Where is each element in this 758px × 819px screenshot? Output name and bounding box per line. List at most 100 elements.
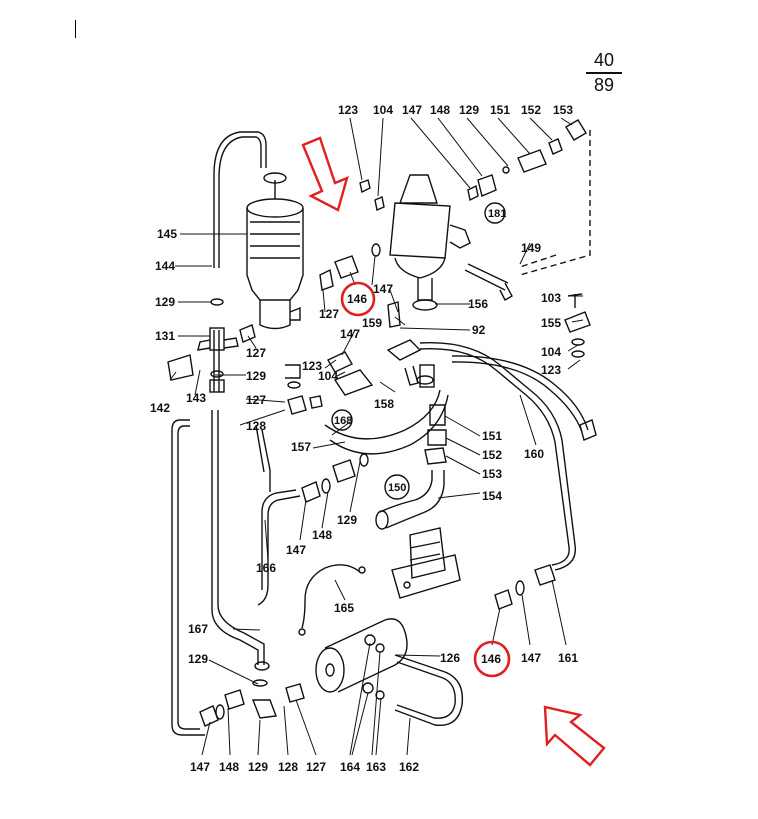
label-153: 153 xyxy=(553,103,573,117)
label-128: 128 xyxy=(278,760,298,774)
pipe-167 xyxy=(211,410,265,665)
label-147: 147 xyxy=(521,651,541,665)
pipe-161 xyxy=(451,355,589,431)
bracket-155 xyxy=(564,293,597,441)
label-159: 159 xyxy=(362,316,382,330)
pipe-left-loop xyxy=(255,424,271,492)
stack-151-153 xyxy=(416,375,447,465)
label-103: 103 xyxy=(541,291,561,305)
label-123: 123 xyxy=(541,363,561,377)
label-142: 142 xyxy=(150,401,170,415)
label-146: 146 xyxy=(347,292,367,306)
label-143: 143 xyxy=(186,391,206,405)
label-147: 147 xyxy=(373,282,393,296)
label-155: 155 xyxy=(541,316,561,330)
u-bolt-162 xyxy=(394,654,464,727)
part-labels: 123 104 147 148 129 151 152 153 181 149 … xyxy=(150,103,578,774)
page-current: 40 xyxy=(593,50,615,70)
callout-168-circle xyxy=(331,409,353,431)
label-104: 104 xyxy=(373,103,393,117)
page-number-divider xyxy=(586,72,622,74)
label-162: 162 xyxy=(399,760,419,774)
label-129: 129 xyxy=(248,760,268,774)
label-129: 129 xyxy=(246,369,266,383)
label-104: 104 xyxy=(541,345,561,359)
label-144: 144 xyxy=(155,259,175,273)
label-168: 168 xyxy=(334,415,352,427)
fittings-middle xyxy=(301,453,369,503)
label-148: 148 xyxy=(312,528,332,542)
callout-150-circle xyxy=(384,474,410,500)
page-total: 89 xyxy=(593,75,615,95)
mounting-block xyxy=(391,527,461,599)
pipe-outer-left xyxy=(171,419,205,736)
label-129: 129 xyxy=(188,652,208,666)
cylinder-126 xyxy=(315,618,408,700)
pipe-right-dashed xyxy=(519,130,591,276)
fittings-bottom-row xyxy=(199,661,305,727)
label-127: 127 xyxy=(246,346,266,360)
label-152: 152 xyxy=(482,448,502,462)
label-149: 149 xyxy=(521,241,541,255)
label-126: 126 xyxy=(440,651,460,665)
label-154: 154 xyxy=(482,489,502,503)
label-129: 129 xyxy=(337,513,357,527)
label-151: 151 xyxy=(490,103,510,117)
label-153: 153 xyxy=(482,467,502,481)
cable-165 xyxy=(301,564,361,629)
label-104: 104 xyxy=(318,369,338,383)
leader-lines xyxy=(169,117,584,756)
pipe-144 xyxy=(213,131,267,268)
label-166: 166 xyxy=(256,561,276,575)
label-150: 150 xyxy=(388,482,406,494)
label-151: 151 xyxy=(482,429,502,443)
label-129: 129 xyxy=(459,103,479,117)
label-167: 167 xyxy=(188,622,208,636)
fittings-127-128-left xyxy=(239,324,374,415)
arrow-bottom-indicator xyxy=(543,705,606,767)
cable-165-terminal xyxy=(298,628,306,636)
pipe-160-outer xyxy=(419,347,570,566)
label-147: 147 xyxy=(340,327,360,341)
tee-131 xyxy=(167,298,239,393)
bracket-159 xyxy=(386,301,435,388)
label-156: 156 xyxy=(468,297,488,311)
highlights xyxy=(340,281,511,678)
label-157: 157 xyxy=(291,440,311,454)
hose-154-end xyxy=(375,510,389,530)
label-158: 158 xyxy=(374,397,394,411)
valve-181 xyxy=(389,174,513,311)
label-145: 145 xyxy=(157,227,177,241)
label-148: 148 xyxy=(219,760,239,774)
label-128: 128 xyxy=(246,419,266,433)
label-131: 131 xyxy=(155,329,175,343)
label-127: 127 xyxy=(319,307,339,321)
pipe-161-outer xyxy=(451,361,583,433)
label-152: 152 xyxy=(521,103,541,117)
highlight-146-upper xyxy=(340,281,376,317)
fitting-146-upper xyxy=(319,243,381,291)
fittings-top-row xyxy=(359,119,587,211)
label-147: 147 xyxy=(190,760,210,774)
label-160: 160 xyxy=(524,447,544,461)
label-92: 92 xyxy=(472,323,486,337)
label-163: 163 xyxy=(366,760,386,774)
pipe-144-outer xyxy=(218,136,262,268)
filter-145 xyxy=(246,172,304,330)
label-148: 148 xyxy=(430,103,450,117)
pipe-160 xyxy=(419,341,577,571)
text-cursor xyxy=(75,20,76,38)
page-number: 40 89 xyxy=(586,50,622,96)
label-164: 164 xyxy=(340,760,360,774)
label-147: 147 xyxy=(402,103,422,117)
label-123: 123 xyxy=(302,359,322,373)
label-123: 123 xyxy=(338,103,358,117)
label-129: 129 xyxy=(155,295,175,309)
hose-154 xyxy=(379,470,445,529)
label-146: 146 xyxy=(481,652,501,666)
label-181: 181 xyxy=(488,208,506,220)
highlight-146-lower xyxy=(473,640,511,678)
pipe-main-vertical xyxy=(213,330,220,392)
label-127: 127 xyxy=(306,760,326,774)
